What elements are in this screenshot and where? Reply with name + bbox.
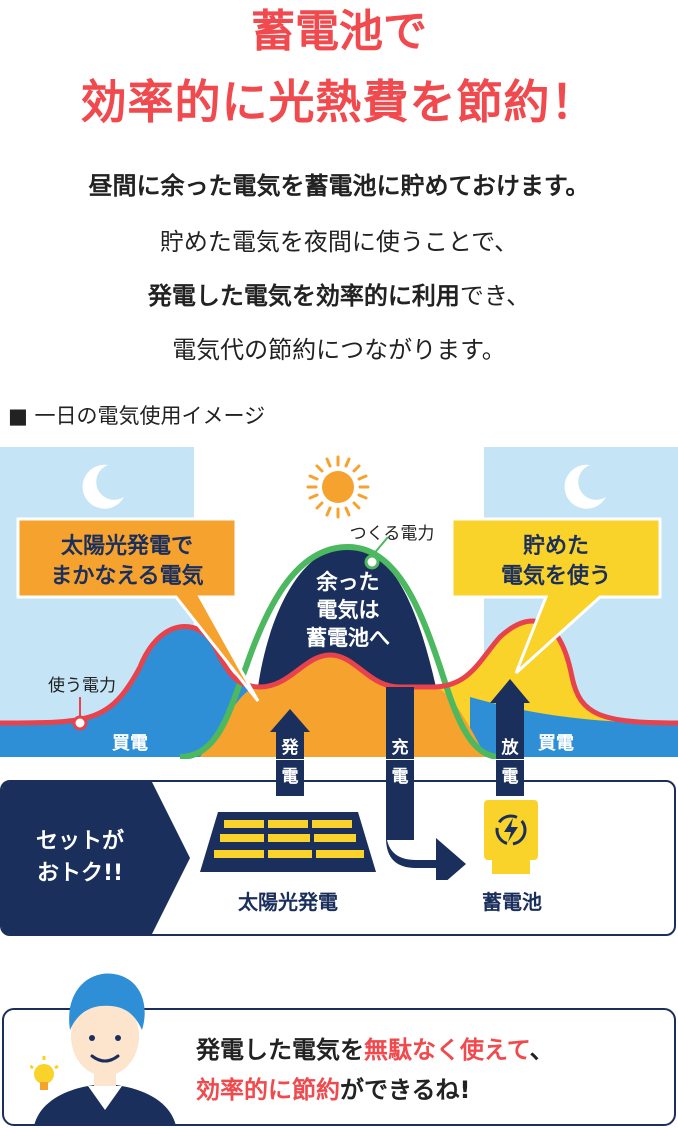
usage-curve <box>0 618 678 726</box>
diagram-caption: ■ 一日の電気使用イメージ <box>8 404 266 428</box>
charge-arrow-bend <box>386 830 466 880</box>
discharge-arrow-tail <box>496 760 524 796</box>
page-title-line2: 効率的に光熱費を節約！ <box>80 75 598 129</box>
buy-label-left: 買電 <box>112 733 148 754</box>
usage-marker <box>72 715 88 731</box>
generate-arrow-tail <box>276 760 304 796</box>
intro-line-3-rest: でき、 <box>459 282 531 310</box>
solar-panel-icon <box>200 812 376 872</box>
generate-arrow <box>270 709 310 759</box>
generate-arrow-char2: 電 <box>282 767 299 787</box>
charge-arrow <box>386 687 414 759</box>
intro-line-3: 発電した電気を効率的に利用でき、 <box>0 268 678 324</box>
sun-icon <box>306 455 370 519</box>
set-text-line1: セットが <box>35 829 124 854</box>
lightbulb-icon <box>30 1056 59 1090</box>
surplus-area <box>258 547 436 687</box>
discharge-arrow <box>490 679 530 759</box>
charge-arrow-char1: 充 <box>392 737 409 758</box>
bottom-line-1-c: 、 <box>529 1036 554 1064</box>
charge-arrow-char2: 電 <box>392 767 409 787</box>
intro-line-4: 電気代の節約につながります。 <box>172 336 506 364</box>
set-text: セットが おトク!! <box>20 826 140 890</box>
callout-left-line1: 太陽光発電で <box>61 534 193 559</box>
night-usage-left <box>0 626 256 757</box>
intro-line-1: 昼間に余った電気を蓄電池に貯めておけます。 <box>88 172 590 200</box>
usage-label: 使う電力 <box>48 675 116 696</box>
callout-right-box <box>450 517 662 675</box>
bottom-line-2-b: ができるね! <box>340 1076 471 1104</box>
battery-label: 蓄電池 <box>482 890 542 914</box>
band-arrows: 電 電 電 <box>276 760 524 880</box>
battery-charge-icon <box>484 800 538 874</box>
moon-icon-left <box>82 464 124 509</box>
generation-marker <box>364 554 380 570</box>
discharge-arrow-char1: 放 <box>501 737 520 758</box>
buy-label-right: 買電 <box>538 733 574 754</box>
moon-icon-right <box>564 464 606 509</box>
person-illustration <box>30 973 176 1126</box>
generate-arrow-char1: 発 <box>281 737 300 758</box>
callout-right-line1: 貯めた <box>523 533 589 559</box>
callout-left-line2: まかなえる電気 <box>50 563 203 589</box>
callout-left-box <box>16 517 260 702</box>
bottom-line-2: 効率的に節約ができるね! <box>196 1070 666 1110</box>
surplus-line1: 余った <box>316 570 380 594</box>
set-text-line2: おトク!! <box>36 861 124 886</box>
generation-label: つくる電力 <box>350 524 435 544</box>
page-title-line1: 蓄電池で <box>251 6 427 57</box>
surplus-line3: 蓄電池へ <box>306 626 390 650</box>
charge-arrow-body <box>386 760 414 840</box>
generation-curve <box>179 543 501 759</box>
bottom-line-2-a: 効率的に節約 <box>196 1076 340 1104</box>
energy-diagram: 太陽光発電で まかなえる電気 貯めた 電気を使う 余った 電気は 蓄電池へ つく… <box>0 447 678 759</box>
callout-right-line2: 電気を使う <box>501 563 611 589</box>
intro-line-2: 貯めた電気を夜間に使うことで、 <box>159 228 519 256</box>
set-label-box <box>2 782 190 934</box>
bottom-line-1: 発電した電気を無駄なく使えて、 <box>196 1030 666 1070</box>
bottom-line-1-a: 発電した電気を <box>196 1036 364 1064</box>
surplus-line2: 電気は <box>317 598 380 622</box>
bottom-line-1-b: 無駄なく使えて <box>364 1036 530 1064</box>
solar-label: 太陽光発電 <box>238 890 338 914</box>
discharge-arrow-char2: 電 <box>502 767 519 787</box>
intro-line-3-bold: 発電した電気を効率的に利用 <box>147 282 460 310</box>
